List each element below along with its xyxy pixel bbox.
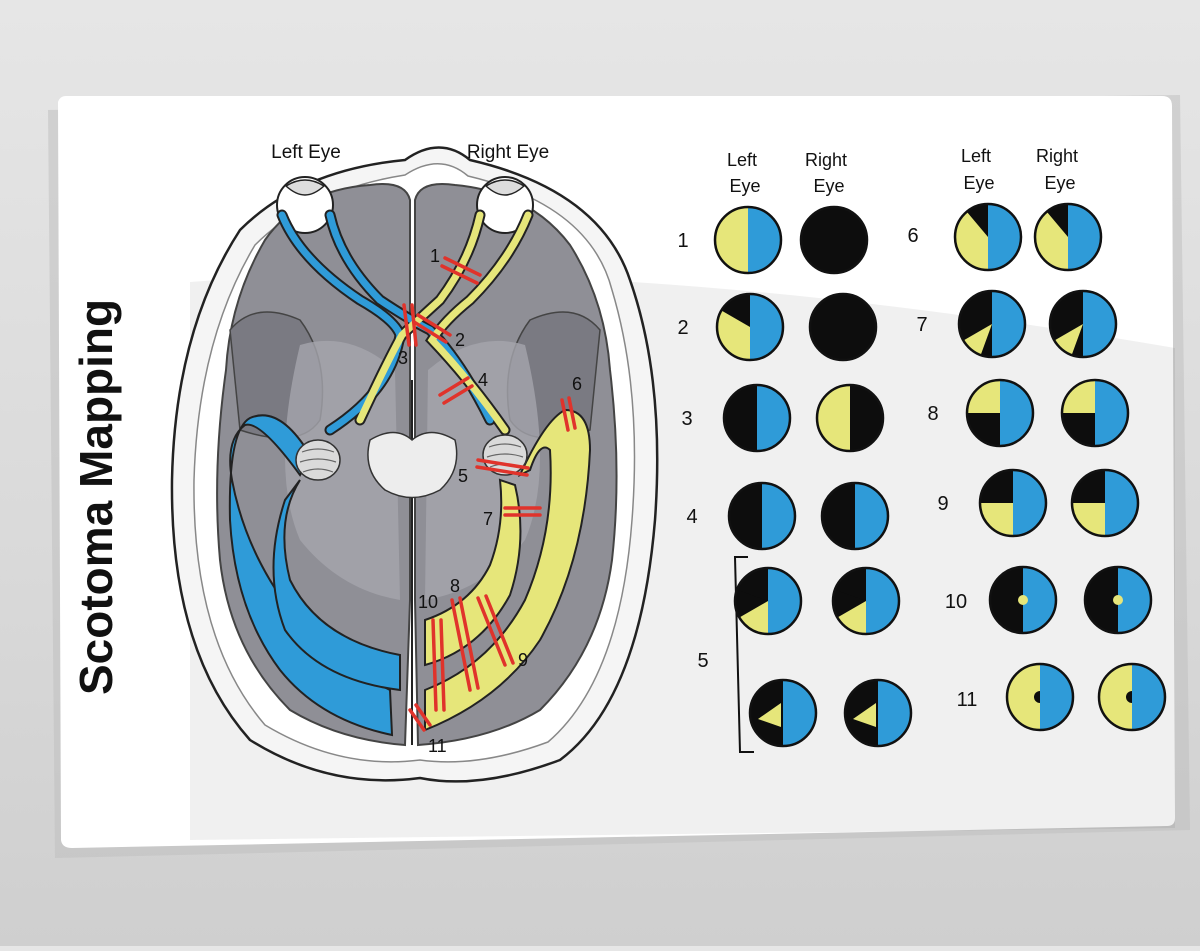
lesion-label-7: 7 — [483, 509, 493, 529]
lesion-label-5: 5 — [458, 466, 468, 486]
row-label-0: 1 — [677, 230, 688, 252]
optic-pathways — [276, 209, 534, 436]
col1-left-header-line2: Eye — [729, 176, 760, 196]
row-label-9: 9 — [937, 493, 948, 515]
row-label-11: 11 — [957, 689, 978, 711]
col1-right-header-line2: Eye — [813, 176, 844, 196]
field-8-left-eye — [965, 378, 1035, 448]
lesion-label-2: 2 — [455, 330, 465, 350]
lesion-label-9: 9 — [518, 650, 528, 670]
field-4-right-eye — [831, 566, 901, 636]
field-0-left-eye — [713, 205, 783, 275]
row-label-3: 4 — [686, 506, 697, 528]
right-eye-label: Right Eye — [467, 142, 549, 163]
field-0-right-eye — [799, 205, 869, 275]
field-headers: Left Eye Right Eye Left Eye Right Eye — [727, 146, 1078, 196]
field-2-left-eye — [722, 383, 792, 453]
field-3-left-eye — [727, 481, 797, 551]
field-9-left-eye — [978, 468, 1048, 538]
right-optic-radiation — [424, 408, 592, 732]
left-optic-radiation — [228, 414, 394, 737]
lesion-label-3: 3 — [398, 348, 408, 368]
left-eye-icon — [276, 176, 334, 234]
row5-bracket — [733, 556, 754, 753]
row-label-5: 5 — [697, 650, 708, 672]
field-7-left-eye — [957, 289, 1027, 359]
left-eye-label: Left Eye — [271, 142, 341, 163]
field-5-left-eye — [748, 678, 818, 748]
lesion-label-11: 11 — [428, 736, 447, 756]
field-1-left-eye — [715, 292, 785, 362]
row-label-8: 8 — [927, 403, 938, 425]
field-10-right-eye — [1083, 565, 1153, 635]
field-8-right-eye — [1060, 378, 1130, 448]
brainstem — [367, 431, 458, 499]
field-5-right-eye — [843, 678, 913, 748]
lesion-label-4: 4 — [478, 370, 488, 390]
lesion-label-10: 10 — [418, 592, 438, 612]
col2-left-header-line2: Eye — [963, 173, 994, 193]
col2-right-header-line1: Right — [1036, 146, 1078, 166]
lesion-label-6: 6 — [572, 374, 582, 394]
col1-right-header-line1: Right — [805, 150, 847, 170]
field-4-left-eye — [733, 566, 803, 636]
lesion-markers — [402, 256, 577, 732]
field-2-right-eye — [815, 383, 885, 453]
field-6-right-eye — [1033, 202, 1103, 272]
field-6-left-eye — [953, 202, 1023, 272]
field-9-right-eye — [1070, 468, 1140, 538]
field-11-left-eye — [1005, 662, 1075, 732]
row-label-10: 10 — [945, 591, 967, 613]
brain-diagram: Left Eye Right Eye 1 2 3 4 5 6 7 8 9 10 … — [170, 142, 659, 783]
row-label-7: 7 — [916, 314, 927, 336]
left-lgn — [295, 439, 341, 481]
col2-right-header-line2: Eye — [1044, 173, 1075, 193]
field-3-right-eye — [820, 481, 890, 551]
col2-left-header-line1: Left — [961, 146, 991, 166]
page-title: Scotoma Mapping — [70, 299, 122, 695]
col1-left-header-line1: Left — [727, 150, 757, 170]
field-7-right-eye — [1048, 289, 1118, 359]
right-eye-icon — [476, 176, 534, 234]
field-11-right-eye — [1097, 662, 1167, 732]
field-1-right-eye — [808, 292, 878, 362]
visual-field-grid: 1 2 3 4 5 6 7 8 9 10 11 — [677, 202, 1167, 748]
row-label-2: 3 — [681, 408, 692, 430]
row-label-6: 6 — [907, 225, 918, 247]
field-10-left-eye — [988, 565, 1058, 635]
lesion-label-1: 1 — [430, 246, 440, 266]
row-label-1: 2 — [677, 317, 688, 339]
lesion-label-8: 8 — [450, 576, 460, 596]
